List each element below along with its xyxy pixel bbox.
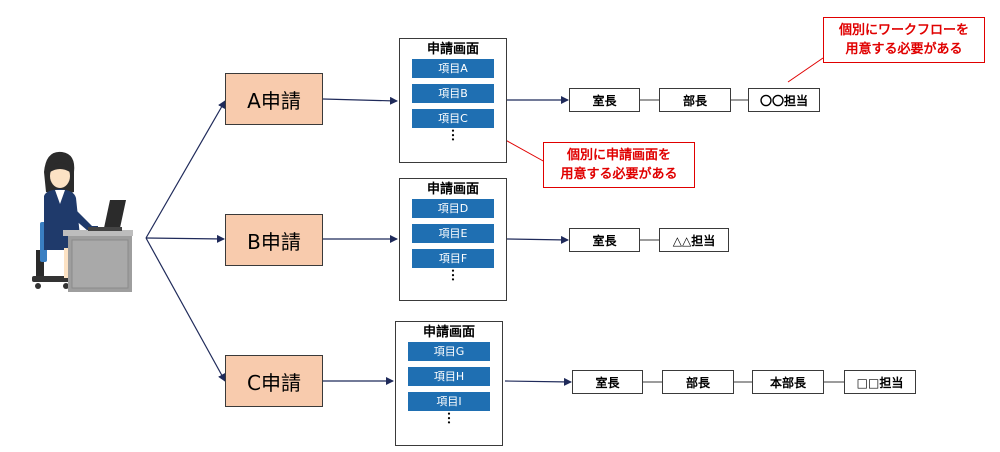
field-item[interactable]: 項目E <box>412 224 494 243</box>
field-item[interactable]: 項目I <box>408 392 490 411</box>
more-items-ellipsis: ︙ <box>446 129 460 144</box>
arrow-a-to-screen <box>322 96 398 105</box>
workflow-step: 本部長 <box>752 370 824 394</box>
application-screen-b: 申請画面 項目D 項目E 項目F ︙ <box>399 178 507 301</box>
screen-title: 申請画面 <box>422 325 475 340</box>
application-screen-c: 申請画面 項目G 項目H 項目I ︙ <box>395 321 503 446</box>
application-label: B申請 <box>247 229 301 254</box>
note-line: 個別にワークフローを <box>838 23 969 38</box>
workflow-step: 室長 <box>569 228 640 252</box>
arrow-user-to-c <box>145 237 226 382</box>
screen-note: 個別に申請画面を 用意する必要がある <box>543 142 695 188</box>
application-box-a[interactable]: A申請 <box>225 73 323 125</box>
application-label: C申請 <box>247 370 301 395</box>
field-item[interactable]: 項目G <box>408 342 490 361</box>
screen-note-pointer <box>499 136 546 163</box>
workflow-step: 部長 <box>659 88 731 112</box>
note-line: 用意する必要がある <box>845 42 963 57</box>
field-item[interactable]: 項目D <box>412 199 494 218</box>
workflow-step: 室長 <box>572 370 643 394</box>
field-item[interactable]: 項目F <box>412 249 494 268</box>
field-item[interactable]: 項目H <box>408 367 490 386</box>
screen-title: 申請画面 <box>426 42 479 57</box>
arrow-user-to-b <box>145 234 225 243</box>
more-items-ellipsis: ︙ <box>442 412 456 427</box>
workflow-note-pointer <box>787 57 824 83</box>
workflow-step: 〇〇担当 <box>748 88 820 112</box>
note-line: 個別に申請画面を <box>566 148 671 163</box>
workflow-step: 室長 <box>569 88 640 112</box>
arrow-user-to-a <box>145 100 226 239</box>
field-item[interactable]: 項目C <box>412 109 494 128</box>
application-screen-a: 申請画面 項目A 項目B 項目C ︙ <box>399 38 507 163</box>
application-box-b[interactable]: B申請 <box>225 214 323 266</box>
arrow-c-to-workflow <box>504 377 572 386</box>
application-label: A申請 <box>247 88 301 113</box>
field-item[interactable]: 項目A <box>412 59 494 78</box>
workflow-step: 部長 <box>662 370 734 394</box>
field-item[interactable]: 項目B <box>412 84 494 103</box>
application-box-c[interactable]: C申請 <box>225 355 323 407</box>
arrow-b-to-workflow <box>506 235 569 244</box>
person-at-laptop-icon <box>32 151 133 292</box>
more-items-ellipsis: ︙ <box>446 269 460 284</box>
workflow-step: □□担当 <box>844 370 916 394</box>
screen-title: 申請画面 <box>426 182 479 197</box>
workflow-note: 個別にワークフローを 用意する必要がある <box>823 17 985 63</box>
workflow-step: △△担当 <box>659 228 729 252</box>
note-line: 用意する必要がある <box>560 167 678 182</box>
